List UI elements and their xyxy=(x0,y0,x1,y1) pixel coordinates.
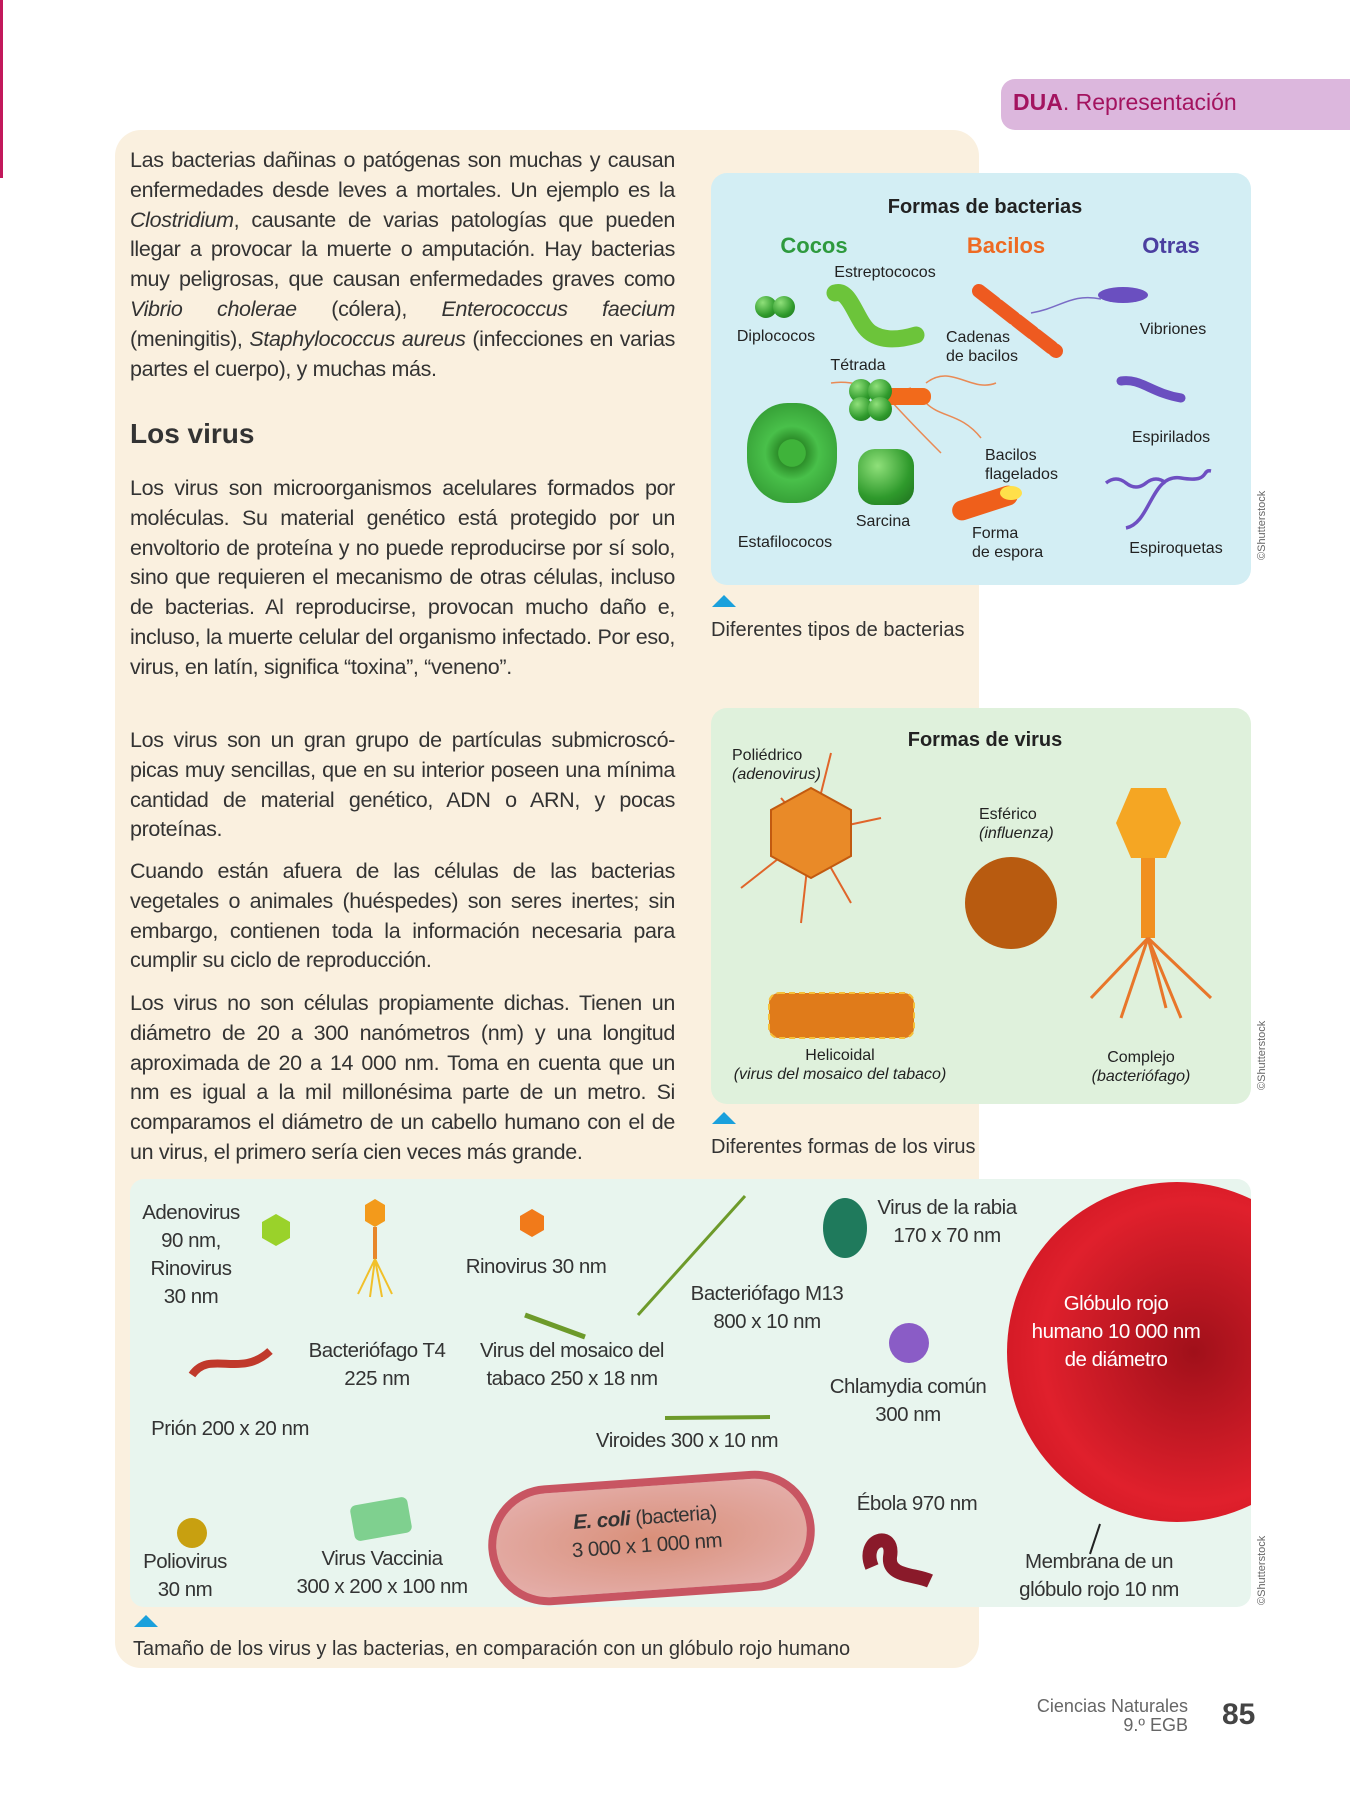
label-vibriones: Vibriones xyxy=(1139,321,1207,338)
label-diplococos: Diplococos xyxy=(736,328,816,345)
caption-triangle-icon xyxy=(134,1615,158,1627)
streptococci-icon xyxy=(826,284,925,348)
viroid-icon xyxy=(664,1415,771,1420)
m13-phage-icon xyxy=(636,1194,747,1317)
paragraph-virus-particles: Los virus son un gran grupo de partícula… xyxy=(130,728,675,842)
bacteria-forms-figure: Formas de bacterias Cocos Bacilos Otras … xyxy=(711,173,1251,585)
label-complejo: Complejo(bacteriófago) xyxy=(1091,1049,1191,1085)
paragraph-virus-inert: Cuando están afuera de las células de la… xyxy=(130,859,675,973)
polyhedral-virus-icon xyxy=(740,752,882,924)
dua-label: DUA xyxy=(1013,89,1063,115)
caption-triangle-icon xyxy=(712,1112,736,1124)
prion-icon xyxy=(188,1347,273,1378)
section-heading: Los virus xyxy=(130,418,255,449)
credit-bacteria: ©Shutterstock xyxy=(1256,490,1268,560)
page-number: 85 xyxy=(1222,1698,1256,1731)
group-bacilos: Bacilos xyxy=(966,233,1046,258)
group-cocos: Cocos xyxy=(780,233,848,258)
cadenas-icon xyxy=(972,284,1063,358)
tetrad-icon-4 xyxy=(868,397,892,421)
dua-subtitle: . Representación xyxy=(1062,89,1237,115)
label-estafilococos: Estafilococos xyxy=(737,534,833,551)
group-otras: Otras xyxy=(1142,233,1200,258)
bacteria-figure-title: Formas de bacterias xyxy=(887,196,1083,218)
vibrio-icon xyxy=(1030,287,1148,314)
label-estreptococos: Estreptococos xyxy=(834,264,936,281)
label-esferico: Esférico(influenza) xyxy=(979,806,1054,842)
label-espirilados: Espirilados xyxy=(1131,429,1211,446)
label-espiroquetas: Espiroquetas xyxy=(1129,540,1223,557)
label-prion: Prión 200 x 20 nm xyxy=(151,1417,309,1440)
paragraph-virus-size: Los virus no son células propiamente dic… xyxy=(130,991,675,1164)
helical-virus-icon xyxy=(768,992,915,1039)
paragraph-virus-def: Los virus son microorganismos acelulares… xyxy=(130,476,675,679)
size-illustrations xyxy=(177,1194,1101,1588)
diplococci-icon-2 xyxy=(773,296,795,318)
poliovirus-icon xyxy=(177,1518,207,1548)
membrane-pointer xyxy=(1089,1523,1101,1555)
t4-phage-icon xyxy=(357,1199,393,1298)
vaccinia-icon xyxy=(350,1497,412,1541)
virus-figure-title: Formas de virus xyxy=(907,729,1063,751)
spirochete-icon xyxy=(1104,469,1212,530)
label-ecoli: E. coli (bacteria)3 000 x 1 000 nm xyxy=(571,1501,723,1563)
virus-illustrations xyxy=(740,752,1213,1039)
complex-virus-icon xyxy=(1089,788,1213,1019)
caption-triangle-icon xyxy=(712,595,736,607)
spirillum-icon xyxy=(1116,376,1186,403)
label-rinovirus: Rinovirus 30 nm xyxy=(465,1255,607,1278)
dua-header-tab: DUA. Representación xyxy=(1001,79,1350,130)
rabies-virus-icon xyxy=(823,1198,867,1258)
label-ebola: Ébola 970 nm xyxy=(856,1492,978,1515)
label-poliedrico: Poliédrico(adenovirus) xyxy=(732,747,821,783)
ebola-icon xyxy=(862,1533,933,1588)
diplococci-icon xyxy=(755,296,777,318)
credit-sizes: ©Shutterstock xyxy=(1256,1535,1268,1605)
paragraph-bacteria: Las bacterias dañinas o patógenas son mu… xyxy=(130,148,675,381)
sarcina-icon xyxy=(858,449,914,505)
label-sarcina: Sarcina xyxy=(855,513,911,530)
staphylococci-icon xyxy=(747,403,837,503)
label-tetrada: Tétrada xyxy=(830,357,886,374)
caption-viruses: Diferentes formas de los virus xyxy=(711,1136,976,1158)
virus-forms-figure: Formas de virus Poliédrico(adenovirus) E… xyxy=(711,708,1251,1104)
adenovirus-icon xyxy=(262,1214,290,1246)
caption-bacteria: Diferentes tipos de bacterias xyxy=(711,619,965,641)
spore-bacillus-icon xyxy=(952,485,1022,521)
chlamydia-icon xyxy=(889,1323,929,1363)
margin-accent-line xyxy=(0,0,3,178)
label-helicoidal: Helicoidal(virus del mosaico del tabaco) xyxy=(733,1047,947,1083)
spherical-virus-icon xyxy=(965,857,1057,949)
credit-viruses: ©Shutterstock xyxy=(1256,1020,1268,1090)
tobacco-mosaic-icon xyxy=(524,1312,586,1340)
label-viroides: Viroides 300 x 10 nm xyxy=(595,1429,779,1452)
rhinovirus-icon xyxy=(520,1209,544,1237)
caption-sizes: Tamaño de los virus y las bacterias, en … xyxy=(133,1638,851,1660)
